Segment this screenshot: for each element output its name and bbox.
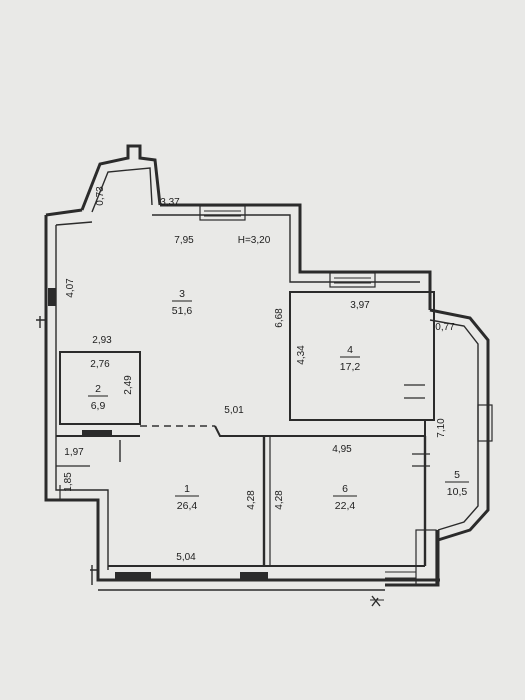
dim-4-34: 4,34	[296, 345, 307, 365]
ceiling-height-label: H=3,20	[238, 235, 271, 246]
dim-3-97: 3,97	[350, 300, 370, 311]
room-6-area: 22,4	[335, 500, 356, 512]
room-5-number: 5	[454, 469, 460, 481]
dim-2-93: 2,93	[92, 335, 112, 346]
dim-0-73: 0,73	[95, 186, 106, 206]
dim-0-77: 0,77	[435, 322, 455, 333]
room-3-number: 3	[179, 288, 185, 300]
dim-1-97: 1,97	[64, 447, 84, 458]
room-4-number: 4	[347, 344, 353, 356]
room-5-area: 10,5	[447, 486, 468, 498]
dim-4-95: 4,95	[332, 444, 352, 455]
inner-walls	[56, 291, 435, 567]
room-labels: 3 51,6 4 17,2 2 6,9 5 10,5 1 26,4 6 22,4	[88, 288, 469, 512]
room-1-area: 26,4	[177, 500, 198, 512]
room-4-area: 17,2	[340, 361, 361, 373]
dim-4-28-left: 4,28	[246, 490, 257, 510]
dim-4-07: 4,07	[65, 278, 76, 298]
dim-2-76: 2,76	[90, 359, 110, 370]
dim-5-04: 5,04	[176, 552, 196, 563]
dim-4-28-right: 4,28	[274, 490, 285, 510]
dim-3-37: 3,37	[160, 197, 180, 208]
dim-6-68: 6,68	[274, 308, 285, 328]
room-2-number: 2	[95, 383, 101, 395]
dim-1-85: 1,85	[63, 472, 74, 492]
dim-7-10: 7,10	[436, 418, 447, 438]
dim-5-01: 5,01	[224, 405, 244, 416]
room-2-area: 6,9	[91, 400, 106, 412]
dim-2-49: 2,49	[123, 375, 134, 395]
room-1-number: 1	[184, 483, 190, 495]
outer-walls	[36, 144, 493, 607]
dimension-labels: 0,73 3,37 7,95 H=3,20 4,07 6,68 3,97 0,7…	[63, 186, 455, 563]
room-3-area: 51,6	[172, 305, 193, 317]
room-6-number: 6	[342, 483, 348, 495]
dim-7-95: 7,95	[174, 235, 194, 246]
